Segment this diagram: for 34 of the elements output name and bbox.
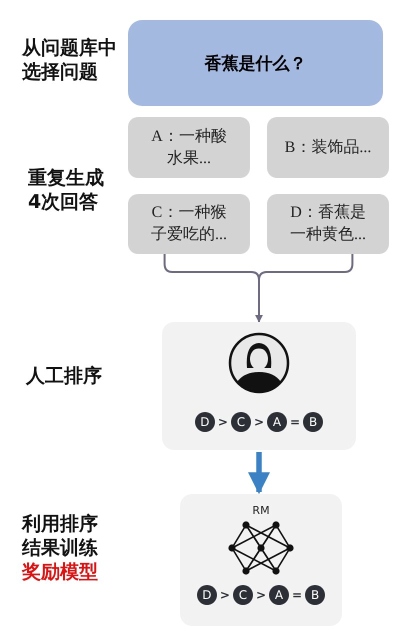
answer-text: D：香蕉是一种黄色... xyxy=(289,202,367,245)
comparison-sign: > xyxy=(256,588,266,602)
answer-card xyxy=(267,194,389,254)
ranking-panel xyxy=(162,322,356,450)
step-label: 从问题库中选择问题 xyxy=(22,36,118,84)
question-text: 香蕉是什么？ xyxy=(204,52,306,74)
answer-text: C：一种猴子爱吃的... xyxy=(150,202,228,245)
model-panel xyxy=(180,494,342,626)
answer-text: B：装饰品... xyxy=(284,138,372,158)
letter-badge: C xyxy=(232,585,253,605)
comparison-sign: = xyxy=(292,588,302,602)
answer-card xyxy=(128,117,250,178)
letter-badge: A xyxy=(269,585,290,605)
answer-card xyxy=(128,194,250,254)
letter-badge: D xyxy=(196,585,217,605)
model-name: RM xyxy=(252,504,270,517)
letter-badge: A xyxy=(267,412,288,432)
step-label: 人工排序 xyxy=(26,364,103,388)
arrow xyxy=(248,452,270,494)
arrow xyxy=(164,253,354,323)
answer-text: A：一种酸水果... xyxy=(150,126,228,168)
answer-card xyxy=(267,117,389,178)
comparison-sign: > xyxy=(218,415,228,429)
comparison-sign: = xyxy=(290,415,300,429)
letter-badge: B xyxy=(303,412,324,432)
letter-badge: B xyxy=(305,585,326,605)
letter-badge: D xyxy=(194,412,215,432)
letter-badge: C xyxy=(230,412,251,432)
step-label: 重复生成4次回答 xyxy=(28,166,105,214)
step-label: 奖励模型 xyxy=(22,560,99,584)
comparison-sign: > xyxy=(254,415,264,429)
question-box xyxy=(128,20,383,106)
comparison-sign: > xyxy=(220,588,230,602)
step-label: 利用排序结果训练 xyxy=(22,512,99,560)
